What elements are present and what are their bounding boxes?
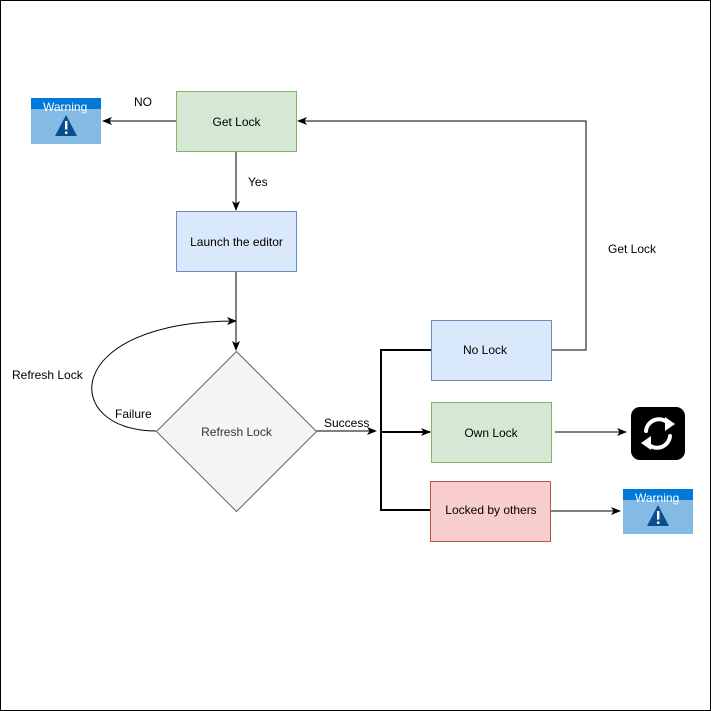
edge-label-get-lock-retry: Get Lock — [608, 242, 657, 256]
node-locked-by-others[interactable]: Locked by others — [430, 481, 551, 542]
refresh-icon — [631, 407, 685, 460]
edge-label-success: Success — [324, 416, 369, 430]
warning-title-top: Warning — [43, 100, 87, 114]
edge-label-refresh-loop: Refresh Lock — [12, 368, 84, 382]
warning-title-bottom: Warning — [635, 491, 679, 505]
branch-bracket — [380, 349, 431, 511]
node-own-lock-label: Own Lock — [464, 426, 518, 440]
warning-icon: Warning — [623, 489, 693, 534]
node-launch-editor[interactable]: Launch the editor — [176, 211, 297, 272]
node-refresh-lock[interactable]: Refresh Lock — [155, 350, 318, 513]
edge-label-no: NO — [134, 95, 152, 109]
node-locked-by-others-label: Locked by others — [445, 503, 536, 517]
edge-failure-loop — [91, 317, 237, 432]
edge-label-yes: Yes — [248, 175, 268, 189]
node-get-lock-label: Get Lock — [212, 115, 261, 129]
warning-icon: Warning — [31, 98, 101, 144]
edge-get-lock-retry — [297, 117, 587, 351]
node-refresh-lock-label: Refresh Lock — [201, 425, 273, 439]
node-get-lock[interactable]: Get Lock — [176, 91, 297, 152]
edge-label-failure: Failure — [115, 407, 152, 421]
node-no-lock-label: No Lock — [463, 343, 508, 357]
node-own-lock[interactable]: Own Lock — [431, 402, 552, 463]
node-launch-editor-label: Launch the editor — [190, 235, 283, 249]
node-no-lock[interactable]: No Lock — [431, 320, 552, 381]
